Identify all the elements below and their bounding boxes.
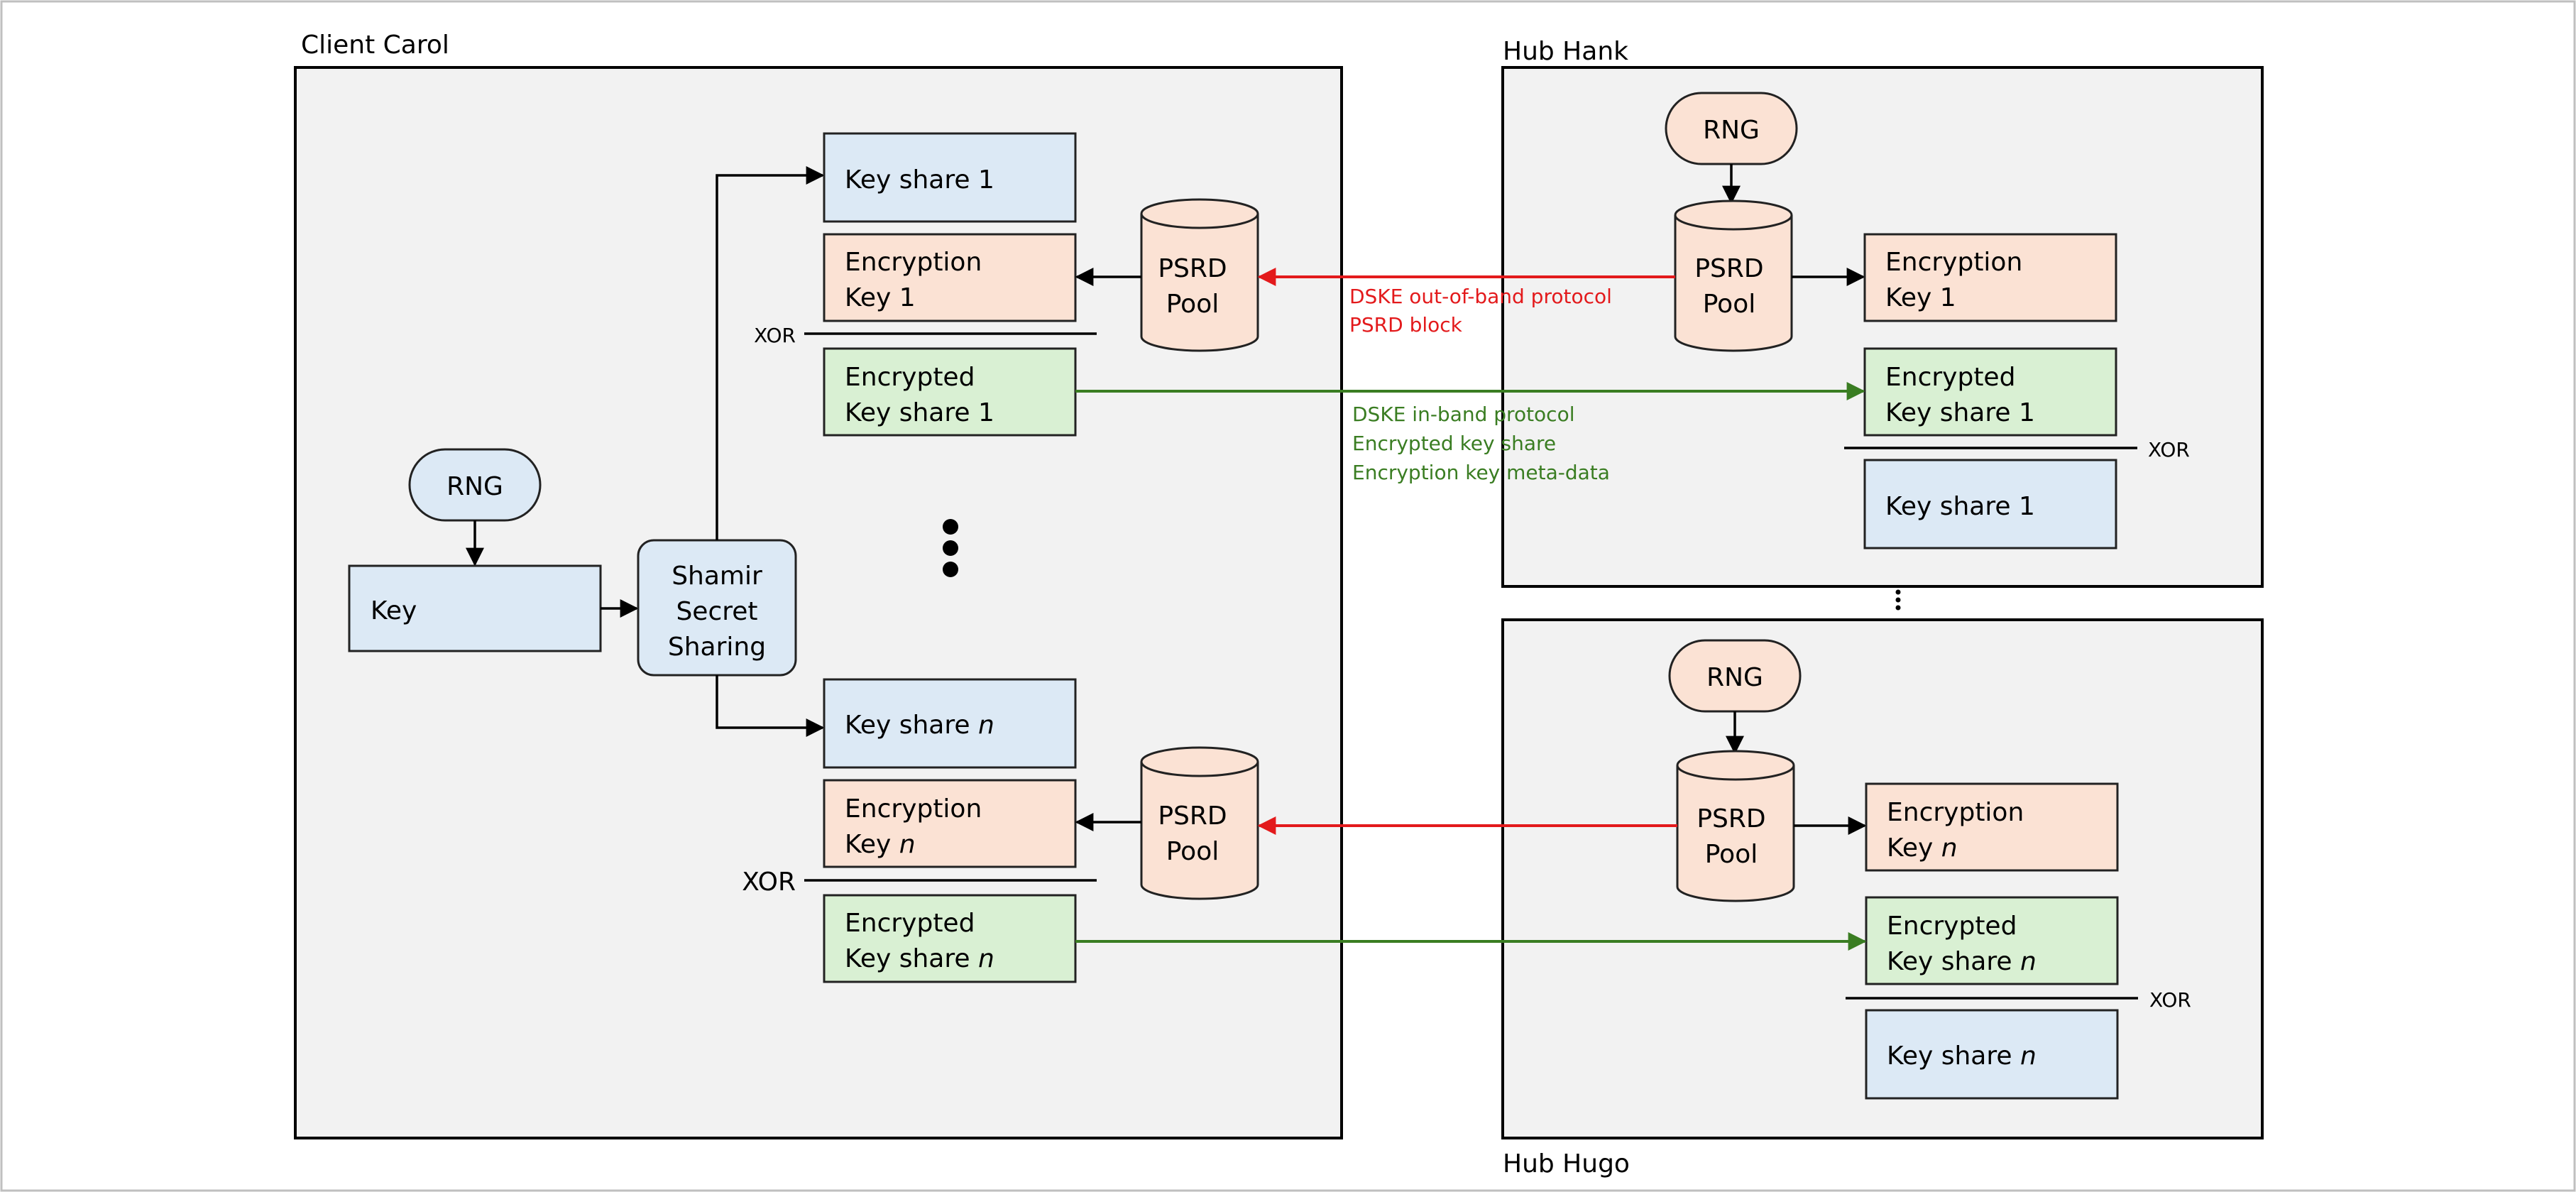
out-of-band-label-line2: PSRD block [1349,313,1463,337]
svg-text:Key share n: Key share n [845,711,994,740]
svg-text:Shamir: Shamir [672,562,762,591]
hub-hugo-keysharen-box: Key share n [1865,1009,2119,1100]
svg-text:Encrypted: Encrypted [1887,912,2017,941]
svg-text:PSRD: PSRD [1697,804,1765,833]
in-band-label-line1: DSKE in-band protocol [1352,403,1574,426]
client-encrypted-keyshare1-box: Encrypted Key share 1 [823,347,1077,437]
svg-text:PSRD: PSRD [1694,254,1763,283]
hub-hugo-xor-label: XOR [2149,988,2191,1012]
shamir-to-keysharen-arrow [716,675,825,737]
client-keyshare1-box: Key share 1 [823,132,1077,223]
client-carol-title: Client Carol [301,31,449,60]
in-band-label-line3: Encryption key meta-data [1352,461,1610,484]
svg-text:Key n: Key n [1887,833,1958,863]
hub-hugo-rng: RNG [1668,639,1802,713]
client-encrypted-keysharen-box: Encrypted Key share n [823,894,1077,983]
svg-text:Key 1: Key 1 [1885,283,1956,312]
shamir-to-keyshare1-arrow [716,166,825,540]
svg-text:Sharing: Sharing [668,633,766,662]
hub-hugo-enckeyn-box: Encryption Key n [1865,782,2119,872]
hub-hank-rng: RNG [1665,92,1798,165]
hub-hugo-encrypted-keysharen-box: Encrypted Key share n [1865,896,2119,985]
hubs-ellipsis [1895,589,1901,611]
svg-text:Pool: Pool [1166,837,1219,866]
hub-hank-title: Hub Hank [1503,37,1628,66]
svg-text:Key share n: Key share n [1887,947,2037,976]
hub-hank-encrypted-keyshare1-box: Encrypted Key share 1 [1863,347,2117,437]
svg-text:PSRD: PSRD [1158,802,1227,831]
svg-text:Encrypted: Encrypted [845,909,975,938]
svg-text:Key n: Key n [845,830,916,859]
svg-text:Key share 1: Key share 1 [845,398,994,427]
svg-text:Encryption: Encryption [845,248,982,277]
hub-hank-container: Hub Hank [1501,37,2264,588]
hub-hugo-title: Hub Hugo [1503,1149,1630,1179]
hub-hank-keyshare1-box: Key share 1 [1863,459,2117,549]
svg-text:RNG: RNG [1703,116,1760,145]
svg-text:Pool: Pool [1703,290,1755,319]
client-key-box: Key [348,564,602,652]
svg-text:Key 1: Key 1 [845,283,916,312]
svg-text:Encrypted: Encrypted [845,363,975,392]
svg-text:RNG: RNG [446,472,503,501]
client-ellipsis [943,519,958,577]
shamir-secret-sharing-box: Shamir Secret Sharing [637,539,797,677]
client-enckeyn-box: Encryption Key n [823,779,1077,868]
client-rng: RNG [408,448,542,522]
svg-text:Pool: Pool [1705,840,1758,869]
client-xorn-label: XOR [742,868,796,897]
svg-text:Encryption: Encryption [1887,798,2024,827]
client-xor1-label: XOR [754,324,796,347]
in-band-label-line2: Encrypted key share [1352,432,1556,455]
client-psrd-pool-1: PSRD Pool [1140,198,1259,352]
svg-text:RNG: RNG [1706,663,1763,692]
svg-text:Encryption: Encryption [1885,248,2022,277]
hub-hank-xor-label: XOR [2148,438,2190,461]
out-of-band-label-line1: DSKE out-of-band protocol [1349,285,1612,308]
svg-text:Key share n: Key share n [845,944,994,973]
svg-text:Pool: Pool [1166,290,1219,319]
svg-text:PSRD: PSRD [1158,254,1227,283]
svg-text:Key: Key [371,596,417,625]
client-psrd-pool-n: PSRD Pool [1140,746,1259,900]
svg-text:Key share 1: Key share 1 [1885,492,2035,521]
svg-text:Key share 1: Key share 1 [1885,398,2035,427]
svg-text:Secret: Secret [676,597,757,626]
client-keysharen-box: Key share n [823,678,1077,769]
svg-text:Encryption: Encryption [845,794,982,824]
hub-hank-psrd-pool: PSRD Pool [1674,199,1793,352]
svg-text:Key share n: Key share n [1887,1041,2037,1071]
svg-text:Encrypted: Encrypted [1885,363,2015,392]
client-enckey1-box: Encryption Key 1 [823,233,1077,322]
hub-hank-enckey1-box: Encryption Key 1 [1863,233,2117,322]
hub-hugo-psrd-pool: PSRD Pool [1676,750,1795,902]
svg-text:Key share 1: Key share 1 [845,165,994,195]
